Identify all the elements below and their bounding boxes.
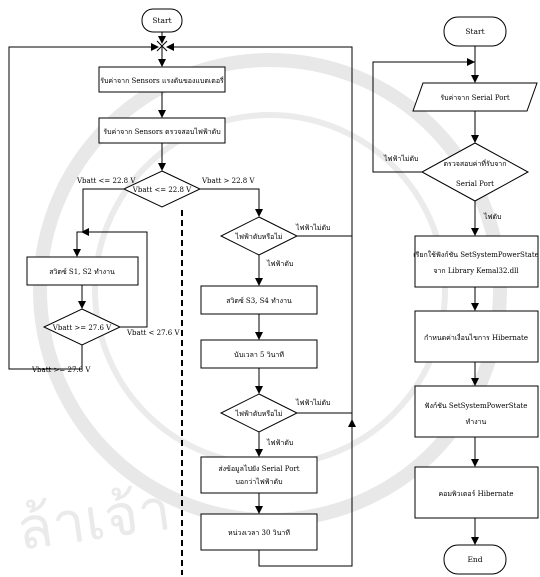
- count-5s-box: [200, 339, 318, 369]
- end-terminal: [443, 544, 507, 575]
- watermark-text: ล้าเจ้า: [12, 475, 174, 564]
- check-serial-label-2: Serial Port: [456, 180, 494, 188]
- no-outage-loop-connector: [372, 61, 475, 173]
- outage-1-label: ไฟฟ้าดับ: [266, 259, 293, 268]
- run-function-label-2: ทำงาน: [466, 418, 487, 426]
- hibernate-box: [414, 466, 539, 519]
- switch-s1-s2-box: [26, 256, 139, 286]
- vbatt-decision-label: Vbatt <= 22.8 V: [132, 186, 192, 194]
- check-serial-label-1: ตรวจสอบค่าที่รับจาก: [444, 159, 507, 168]
- switch-s3-s4-box: [200, 285, 318, 315]
- right-outage-label: ไฟดับ: [483, 212, 501, 221]
- end-label: End: [467, 555, 482, 564]
- right-flowchart: Start รับค่าจาก Serial Port ตรวจสอบค่าที…: [372, 16, 539, 575]
- read-power-label: รับค่าจาก Sensors ตรวจสอบไฟฟ้าดับ: [103, 127, 220, 136]
- vbatt-decision: [122, 170, 202, 208]
- switch-s1-s2-label: สวิตซ์ S1, S2 ทำงาน: [49, 268, 115, 276]
- delay-30s-label: หน่วงเวลา 30 วินาที: [228, 529, 290, 537]
- run-function-box: [414, 385, 539, 438]
- vbatt-le-label: Vbatt <= 22.8 V: [76, 177, 136, 185]
- vbatt-276-decision-label: Vbatt >= 27.6 V: [52, 324, 112, 332]
- loop-back-connector: [82, 231, 148, 328]
- outage-decision-1-label: ไฟฟ้าดับหรือไม่: [234, 232, 282, 241]
- call-function-label-1: เรียกใช้ฟังก์ชัน SetSystemPowerState: [413, 250, 539, 259]
- check-serial-decision: [420, 142, 530, 202]
- return-to-top-connector: [8, 46, 157, 370]
- run-function-label-1: ฟังก์ชัน SetSystemPowerState: [425, 402, 528, 410]
- no-outage-1-label: ไฟฟ้าไม่ดับ: [295, 223, 331, 232]
- left-start-label: Start: [152, 16, 171, 25]
- send-serial-label-1: ส่งข้อมูลไปยัง Serial Port: [218, 464, 299, 473]
- outage-decision-2-label: ไฟฟ้าดับหรือไม่: [234, 409, 282, 418]
- connector: [200, 188, 260, 215]
- call-function-box: [414, 235, 539, 288]
- left-flowchart: Start รับค่าจาก Sensors แรงดันของแบตเตอร…: [8, 8, 356, 575]
- delay-30s-box: [200, 513, 318, 551]
- right-no-outage-label: ไฟฟ้าไม่ดับ: [383, 154, 419, 163]
- set-hibernate-param-box: [414, 310, 539, 363]
- vbatt-lt-276-label: Vbatt < 27.6 V: [126, 329, 180, 337]
- right-start-label: Start: [465, 27, 484, 36]
- vbatt-gt-label: Vbatt > 22.8 V: [201, 177, 255, 185]
- call-function-label-2: จาก Library Kemal32.dll: [433, 267, 519, 275]
- read-voltage-label: รับค่าจาก Sensors แรงดันของแบตเตอรี่: [100, 76, 224, 85]
- read-serial-label: รับค่าจาก Serial Port: [440, 94, 509, 102]
- return-loop-connector: [167, 46, 353, 567]
- outage-2-label: ไฟฟ้าดับ: [266, 438, 293, 447]
- vbatt-ge-276-label: Vbatt >= 27.6 V: [31, 366, 91, 374]
- set-hibernate-param-label: กำหนดค่าเงื่อนไขการ Hibernate: [424, 333, 528, 342]
- send-serial-label-2: บอกว่าไฟฟ้าดับ: [235, 477, 282, 486]
- read-voltage-box: [98, 66, 226, 93]
- count-5s-label: นับเวลา 5 วินาที: [234, 351, 284, 359]
- switch-s3-s4-label: สวิตซ์ S3, S4 ทำงาน: [226, 297, 292, 305]
- read-serial-io: [412, 82, 538, 112]
- no-outage-2-label: ไฟฟ้าไม่ดับ: [295, 398, 331, 407]
- hibernate-label: คอมพิวเตอร์ Hibernate: [438, 490, 513, 498]
- send-serial-box: [200, 456, 318, 494]
